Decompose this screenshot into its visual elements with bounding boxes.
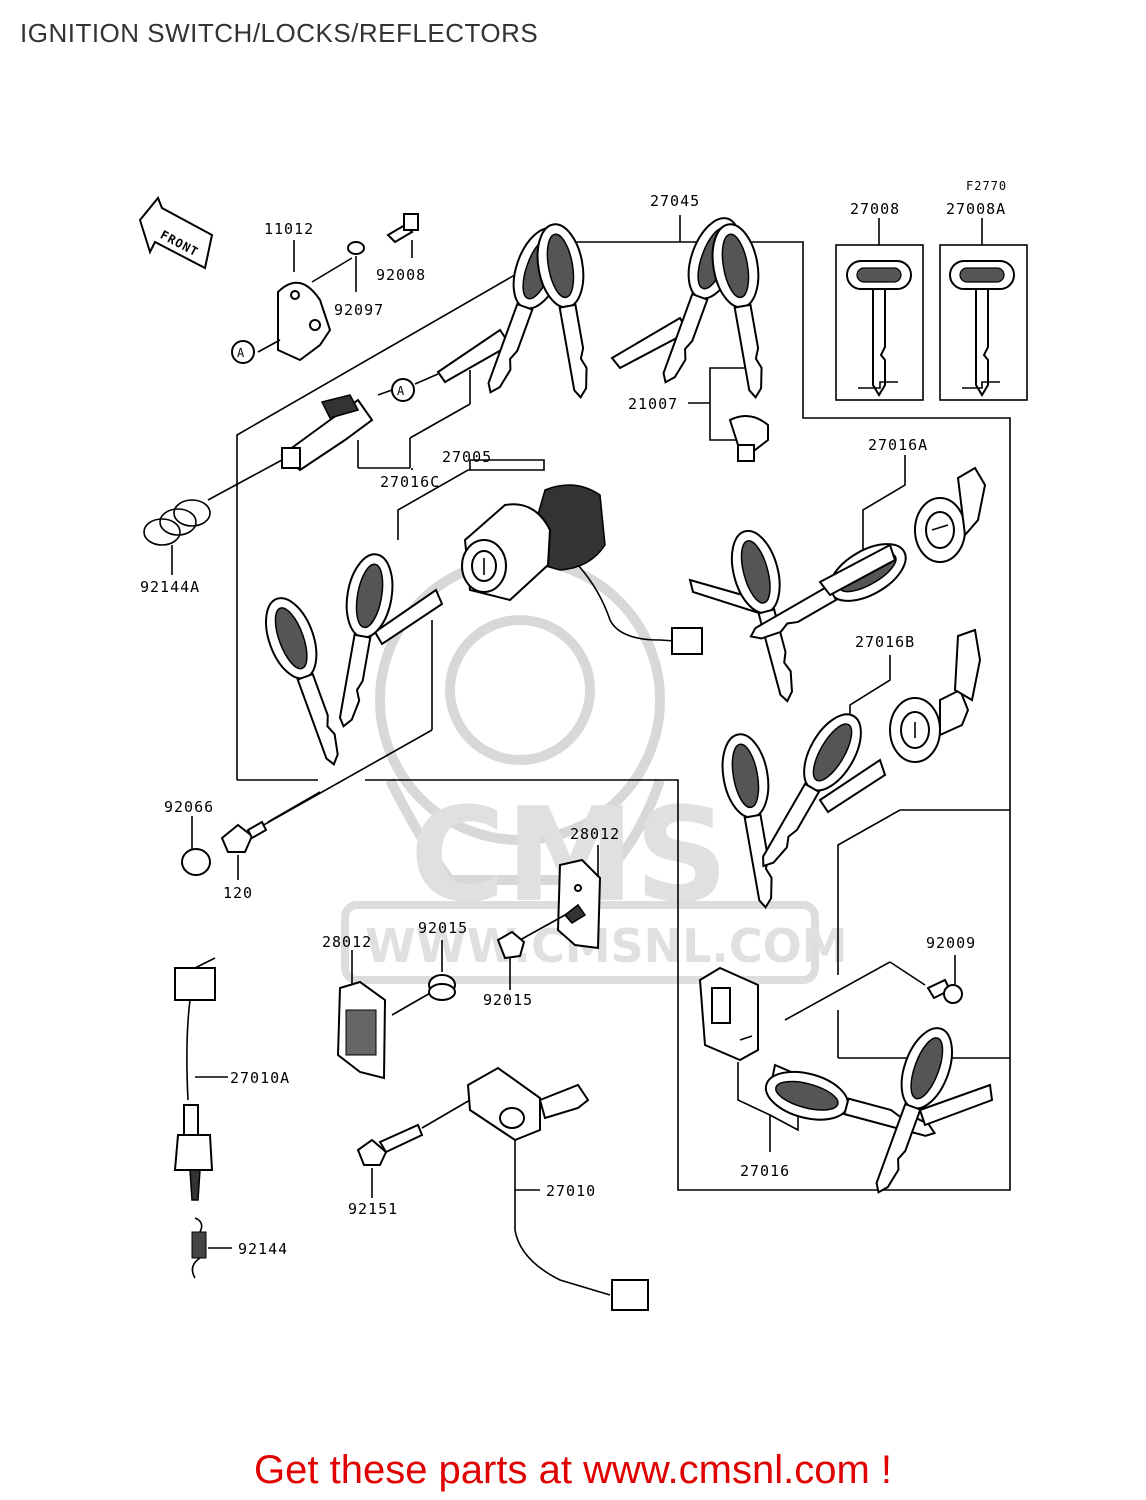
ref-marker-a-2: A <box>397 384 405 398</box>
switch-27010 <box>466 1066 649 1311</box>
bolt-120 <box>220 791 321 880</box>
watermark-site: WWW.CMSNL.COM <box>365 919 848 973</box>
reflector-28012-left <box>336 950 433 1080</box>
label-27010: 27010 <box>546 1182 596 1200</box>
cover-plate-11012: A <box>231 240 353 364</box>
spring-92144A <box>143 459 283 575</box>
label-92015-top: 92015 <box>418 919 468 937</box>
bolt-92151 <box>356 1099 471 1198</box>
label-92151: 92151 <box>348 1200 398 1218</box>
figure-code: F2770 <box>966 179 1007 193</box>
part-labels: 27045 27008 27008A 11012 92008 92097 210… <box>140 192 1006 1258</box>
label-27016: 27016 <box>740 1162 790 1180</box>
label-92097: 92097 <box>334 301 384 319</box>
parts-diagram: CMS WWW.CMSNL.COM FRONT F2770 A <box>138 179 1028 1311</box>
label-92144: 92144 <box>238 1240 288 1258</box>
washer-92097 <box>347 241 365 292</box>
label-120: 120 <box>223 884 253 902</box>
label-27008: 27008 <box>850 200 900 218</box>
label-28012-right: 28012 <box>570 825 620 843</box>
spring-92144 <box>191 1217 232 1279</box>
cap-92066 <box>181 816 211 876</box>
label-92015-bottom: 92015 <box>483 991 533 1009</box>
label-27016A: 27016A <box>868 436 928 454</box>
sensor-27010A <box>173 957 228 1201</box>
lock-cylinder-27016C: A <box>280 370 471 472</box>
key-set-27016 <box>759 1020 994 1202</box>
label-92144A: 92144A <box>140 578 200 596</box>
reflector-28012-right <box>519 845 602 950</box>
label-21007: 21007 <box>628 395 678 413</box>
label-27045: 27045 <box>650 192 700 210</box>
assembly-27045-bracket <box>236 215 1011 1191</box>
key-27008 <box>835 218 924 401</box>
helmet-lock-27016A <box>862 455 987 566</box>
key-set-27016C <box>436 219 607 402</box>
label-92008: 92008 <box>376 266 426 284</box>
spacer-92015 <box>428 940 456 1001</box>
bolt-92008 <box>386 213 419 258</box>
page-title: IGNITION SWITCH/LOCKS/REFLECTORS <box>20 18 539 48</box>
nut-92015 <box>496 930 526 990</box>
key-set-27016B <box>715 703 1010 975</box>
front-arrow-icon: FRONT <box>138 196 214 270</box>
seat-lock-27016B <box>849 628 982 763</box>
label-27010A: 27010A <box>230 1069 290 1087</box>
footer-link[interactable]: Get these parts at www.cmsnl.com ! <box>254 1448 892 1492</box>
screw-92009 <box>889 955 963 1004</box>
key-set-27016A <box>688 524 917 708</box>
label-28012-left: 28012 <box>322 933 372 951</box>
label-27016C: 27016C <box>380 473 440 491</box>
label-27005: 27005 <box>442 448 492 466</box>
plug-21007 <box>728 415 769 462</box>
ref-marker-a-1: A <box>237 346 245 360</box>
label-92066: 92066 <box>164 798 214 816</box>
lock-housing-27016 <box>698 961 1010 1152</box>
label-11012: 11012 <box>264 220 314 238</box>
label-92009: 92009 <box>926 934 976 952</box>
label-27008A: 27008A <box>946 200 1006 218</box>
ignition-switch-27005 <box>397 459 703 730</box>
label-27016B: 27016B <box>855 633 915 651</box>
key-set-21007 <box>610 210 782 441</box>
key-27008A <box>939 218 1028 401</box>
